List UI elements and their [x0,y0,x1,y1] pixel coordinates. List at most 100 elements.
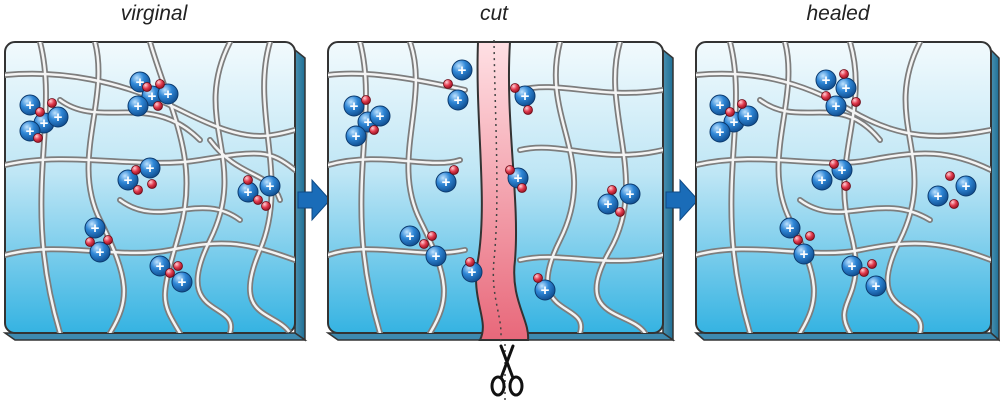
cation-ion [709,94,731,116]
plus-symbol: + [716,97,725,114]
plus-symbol: + [376,108,385,125]
plus-symbol: + [350,98,359,115]
cation-ion [259,175,281,197]
anion-ion [839,69,849,79]
cation-ion [709,121,731,143]
plus-symbol: + [786,220,795,237]
anion-ion [510,83,520,93]
anion-ion [517,183,527,193]
anion-ion [465,257,475,267]
plus-symbol: + [178,274,187,291]
anion-ion [821,91,831,101]
anion-ion [607,185,617,195]
anion-ion [427,231,437,241]
anion-ion [449,165,459,175]
cation-ion [89,241,111,263]
cation-ion [737,105,759,127]
panel-side-face [990,48,1000,342]
anion-ion [131,165,141,175]
plus-symbol: + [164,86,173,103]
cation-ion [47,106,69,128]
label-cut: cut [479,2,508,25]
anion-ion [533,273,543,283]
plus-symbol: + [40,115,49,132]
cation-ion [825,95,847,117]
anion-ion [945,171,955,181]
panel-healed: +++++++++++++++ [694,41,1000,342]
anion-ion [443,79,453,89]
plus-symbol: + [454,92,463,109]
label-healed: healed [806,2,870,25]
plus-symbol: + [468,264,477,281]
anion-ion [725,107,735,117]
plus-symbol: + [842,80,851,97]
cation-ion [534,279,556,301]
cation-ion [619,183,641,205]
cation-ion [927,185,949,207]
cut-line [492,39,502,346]
cation-ion [84,217,106,239]
cation-ion [841,255,863,277]
cation-ion [117,169,139,191]
cation-ion [779,217,801,239]
cut-gap [475,41,530,341]
plus-symbol: + [962,178,971,195]
panel-cut: +++++++++++++++ [325,39,676,346]
anion-ion [419,239,429,249]
plus-symbol: + [822,72,831,89]
plus-symbol: + [872,278,881,295]
plus-symbol: + [244,184,253,201]
plus-symbol: + [266,178,275,195]
anion-ion [35,107,45,117]
right-arrow-icon [297,178,331,222]
cation-ion [597,193,619,215]
plus-symbol: + [458,62,467,79]
plus-symbol: + [364,114,373,131]
plus-symbol: + [626,186,635,203]
panel-bottom-face [694,332,1000,341]
anion-ion [615,207,625,217]
panel-bottom-face [2,332,308,341]
plus-symbol: + [541,282,550,299]
anion-ion [859,267,869,277]
anion-ion [133,185,143,195]
anion-ion [829,159,839,169]
scissors-icon [490,344,524,402]
anion-ion [243,175,253,185]
anion-ion [33,133,43,143]
plus-symbol: + [26,123,35,140]
anion-ion [505,165,515,175]
anion-ion [805,231,815,241]
cation-ion [157,83,179,105]
plus-symbol: + [156,258,165,275]
plus-symbol: + [134,98,143,115]
anion-ion [155,79,165,89]
plus-symbol: + [800,246,809,263]
ion-clusters: +++++++++++++++ [343,59,641,301]
plus-symbol: + [442,174,451,191]
cation-ion [865,275,887,297]
anion-ion [142,82,152,92]
plus-symbol: + [91,220,100,237]
anion-ion [103,235,113,245]
anion-ion [949,199,959,209]
cation-ion [171,271,193,293]
plus-symbol: + [124,172,133,189]
cation-ion [345,125,367,147]
cation-ion [399,225,421,247]
plus-symbol: + [716,124,725,141]
cation-ion [149,255,171,277]
anion-ion [737,99,747,109]
cation-ion [343,95,365,117]
plus-symbol: + [730,114,739,131]
plus-symbol: + [54,109,63,126]
plus-symbol: + [604,196,613,213]
cation-ion [425,245,447,267]
plus-symbol: + [406,228,415,245]
plus-symbol: + [432,248,441,265]
plus-symbol: + [146,160,155,177]
plus-symbol: + [848,258,857,275]
plus-symbol: + [26,97,35,114]
cation-ion [451,59,473,81]
ion-clusters: ++++++++++++++++ [19,71,281,293]
